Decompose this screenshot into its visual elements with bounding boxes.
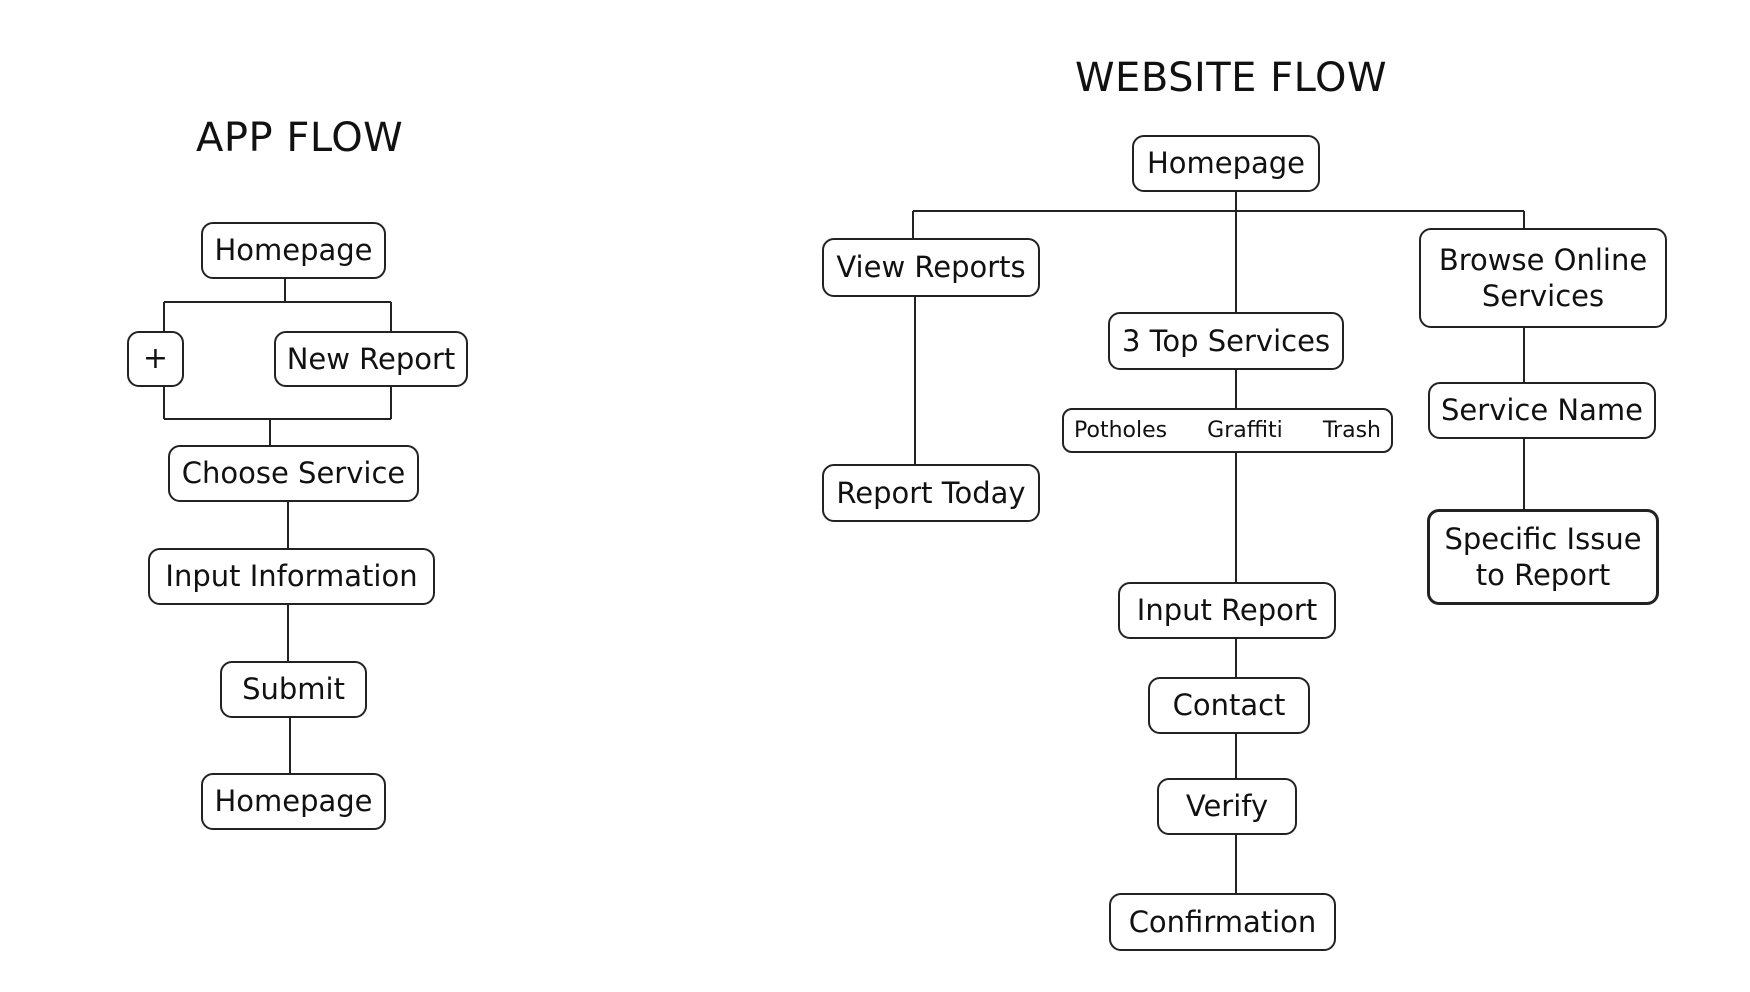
app-node-submit-label: Submit [242,672,345,707]
web-node-homepage-label: Homepage [1146,146,1306,181]
web-node-specific-issue-line2: to Report [1475,558,1611,592]
web-node-browse-line1: Browse Online [1438,242,1648,277]
web-node-services-group: Potholes Graffiti Trash [1062,408,1393,453]
web-node-homepage: Homepage [1132,135,1320,192]
app-node-choose-service-label: Choose Service [181,456,406,491]
web-node-view-reports: View Reports [822,238,1040,297]
web-node-report-today-label: Report Today [836,475,1026,510]
app-node-choose-service: Choose Service [168,445,419,502]
website-flow-title: WEBSITE FLOW [1075,55,1388,101]
web-node-specific-issue-text: Specific Issue to Report [1444,521,1641,594]
web-node-top-services-label: 3 Top Services [1121,323,1331,358]
web-node-contact-label: Contact [1172,688,1286,723]
web-node-service-name-label: Service Name [1441,393,1643,428]
web-node-contact: Contact [1148,677,1310,734]
web-service-graffiti: Graffiti [1207,417,1283,443]
app-node-homepage-end: Homepage [201,773,386,830]
web-node-verify-label: Verify [1185,789,1269,824]
web-node-top-services: 3 Top Services [1108,312,1344,370]
web-node-view-reports-label: View Reports [836,250,1026,285]
web-node-confirmation-label: Confirmation [1128,904,1317,939]
web-node-browse-online-services-text: Browse Online Services [1439,242,1647,315]
web-node-specific-issue: Specific Issue to Report [1427,509,1659,605]
app-node-new-report-label: New Report [286,341,456,376]
web-node-service-name: Service Name [1428,382,1656,439]
app-node-new-report: New Report [274,331,468,387]
web-node-verify: Verify [1157,778,1297,835]
app-node-input-information-label: Input Information [165,559,418,594]
web-node-specific-issue-line1: Specific Issue [1444,521,1642,556]
web-service-potholes: Potholes [1074,417,1168,443]
app-node-plus-label: + [142,341,169,377]
web-node-report-today: Report Today [822,464,1040,522]
web-node-browse-line2: Services [1481,279,1605,313]
web-node-input-report-label: Input Report [1136,593,1318,628]
app-node-input-information: Input Information [148,548,435,605]
web-node-browse-online-services: Browse Online Services [1419,228,1667,328]
app-node-homepage: Homepage [201,222,386,279]
app-node-submit: Submit [220,661,367,718]
app-node-homepage-label: Homepage [214,233,373,268]
app-node-homepage-end-label: Homepage [214,784,373,819]
web-node-confirmation: Confirmation [1109,893,1336,951]
app-flow-title: APP FLOW [196,115,404,161]
web-service-trash: Trash [1322,417,1381,443]
web-node-input-report: Input Report [1118,582,1336,639]
app-node-plus: + [127,331,184,387]
